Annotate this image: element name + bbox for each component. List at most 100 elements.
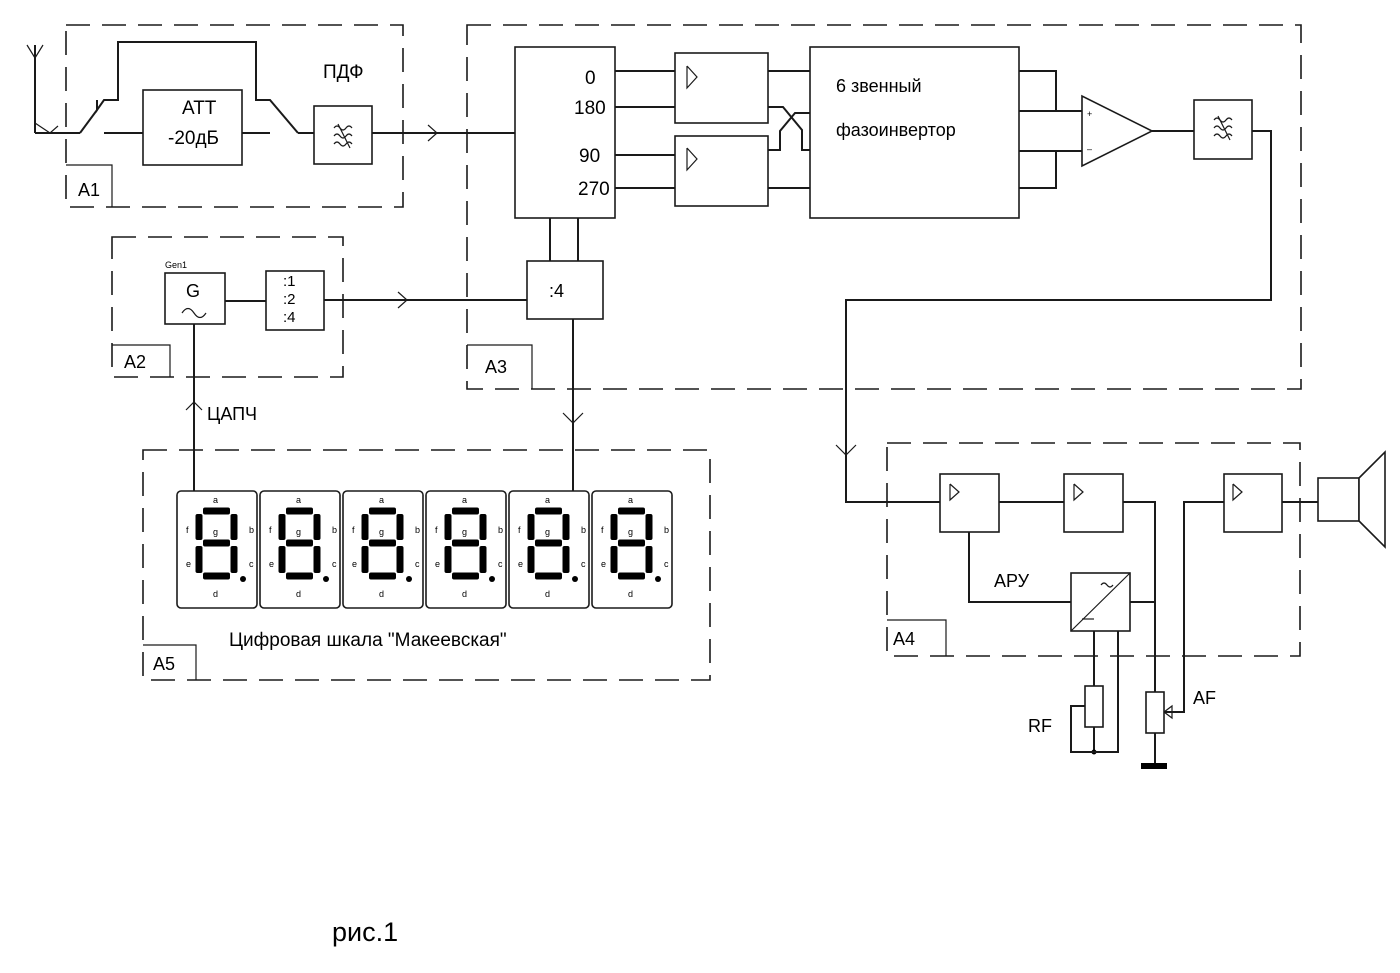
af-signal-line <box>845 130 1272 503</box>
generator-ref: Gen1 <box>165 260 187 270</box>
segment-b <box>313 514 321 540</box>
segment-e <box>527 546 535 573</box>
decimal-point <box>489 576 495 582</box>
band-filter-icon <box>333 123 353 149</box>
segment-label: a <box>213 495 218 505</box>
figure-caption: рис.1 <box>332 917 398 947</box>
band-filter-label: ПДФ <box>323 62 364 83</box>
rf-label: RF <box>1028 716 1052 736</box>
ground-icon <box>1141 763 1167 769</box>
segment-f <box>610 514 618 540</box>
segment-g <box>618 539 645 547</box>
segment-e <box>444 546 452 573</box>
decimal-point <box>406 576 412 582</box>
segment-g <box>535 539 562 547</box>
lf-amp-q-icon <box>686 147 698 172</box>
segment-g <box>203 539 230 547</box>
segment-b <box>562 514 570 540</box>
segment-label: e <box>518 559 523 569</box>
segment-label: d <box>462 589 467 599</box>
segment-label: d <box>213 589 218 599</box>
rf-signal-arrow <box>427 124 438 142</box>
svg-text:A3: A3 <box>485 357 507 377</box>
block-a3-border <box>466 24 1302 390</box>
segment-c <box>645 546 653 573</box>
segment-label: g <box>213 527 218 537</box>
segment-d <box>203 572 230 580</box>
segment-f <box>444 514 452 540</box>
digital-scale-caption: Цифровая шкала "Макеевская" <box>229 630 507 651</box>
segment-f <box>361 514 369 540</box>
lf-amp-i-box <box>674 52 769 124</box>
svg-text:–: – <box>1087 144 1092 154</box>
if-amp-2-icon <box>1073 483 1084 502</box>
ratio-2-label: :2 <box>283 291 296 308</box>
afc-arrow <box>185 401 203 411</box>
segment-a <box>618 507 645 515</box>
segment-label: c <box>664 559 669 569</box>
divider-4-label: :4 <box>549 281 564 301</box>
segment-e <box>278 546 286 573</box>
generator-symbol: G <box>186 281 200 301</box>
divider-4-box <box>526 260 604 320</box>
segment-a <box>369 507 396 515</box>
if-amp-1-box <box>939 473 1000 533</box>
phase-0-label: 0 <box>585 68 596 89</box>
segment-f <box>195 514 203 540</box>
segment-a <box>286 507 313 515</box>
segment-e <box>195 546 203 573</box>
segment-label: a <box>628 495 633 505</box>
segment-c <box>313 546 321 573</box>
segment-label: e <box>601 559 606 569</box>
block-a1-border <box>65 24 404 208</box>
af-volume-pot <box>1145 691 1165 734</box>
decimal-point <box>572 576 578 582</box>
segment-f <box>278 514 286 540</box>
block-a4-tag: A4 <box>887 619 947 656</box>
speaker-icon <box>1317 450 1386 549</box>
block-a2-border <box>111 236 344 378</box>
segment-label: f <box>352 525 355 535</box>
segment-label: a <box>545 495 550 505</box>
segment-a <box>452 507 479 515</box>
phase-inverter-box <box>809 46 1020 219</box>
segment-label: b <box>581 525 586 535</box>
segment-d <box>286 572 313 580</box>
segment-label: a <box>296 495 301 505</box>
segment-b <box>479 514 487 540</box>
if-amp-2-box <box>1063 473 1124 533</box>
segment-label: g <box>462 527 467 537</box>
segment-label: c <box>249 559 254 569</box>
segment-label: d <box>379 589 384 599</box>
segment-label: c <box>332 559 337 569</box>
segment-d <box>369 572 396 580</box>
segment-label: e <box>269 559 274 569</box>
block-a5-tag: A5 <box>143 644 197 680</box>
segment-label: a <box>462 495 467 505</box>
segment-label: f <box>269 525 272 535</box>
segment-label: b <box>664 525 669 535</box>
segment-a <box>203 507 230 515</box>
agc-label: АРУ <box>994 571 1030 591</box>
decimal-point <box>240 576 246 582</box>
lo-signal-arrow <box>397 291 408 309</box>
segment-label: d <box>545 589 550 599</box>
quadrature-mixer-box <box>514 46 616 219</box>
segment-c <box>562 546 570 573</box>
segment-label: e <box>186 559 191 569</box>
segment-label: g <box>379 527 384 537</box>
segment-label: f <box>186 525 189 535</box>
summing-amplifier: + – <box>1081 94 1154 168</box>
segment-label: g <box>545 527 550 537</box>
segment-label: g <box>296 527 301 537</box>
segment-label: c <box>498 559 503 569</box>
decimal-point <box>323 576 329 582</box>
svg-text:A1: A1 <box>78 180 100 200</box>
segment-e <box>610 546 618 573</box>
if-amp-1-icon <box>949 483 960 502</box>
